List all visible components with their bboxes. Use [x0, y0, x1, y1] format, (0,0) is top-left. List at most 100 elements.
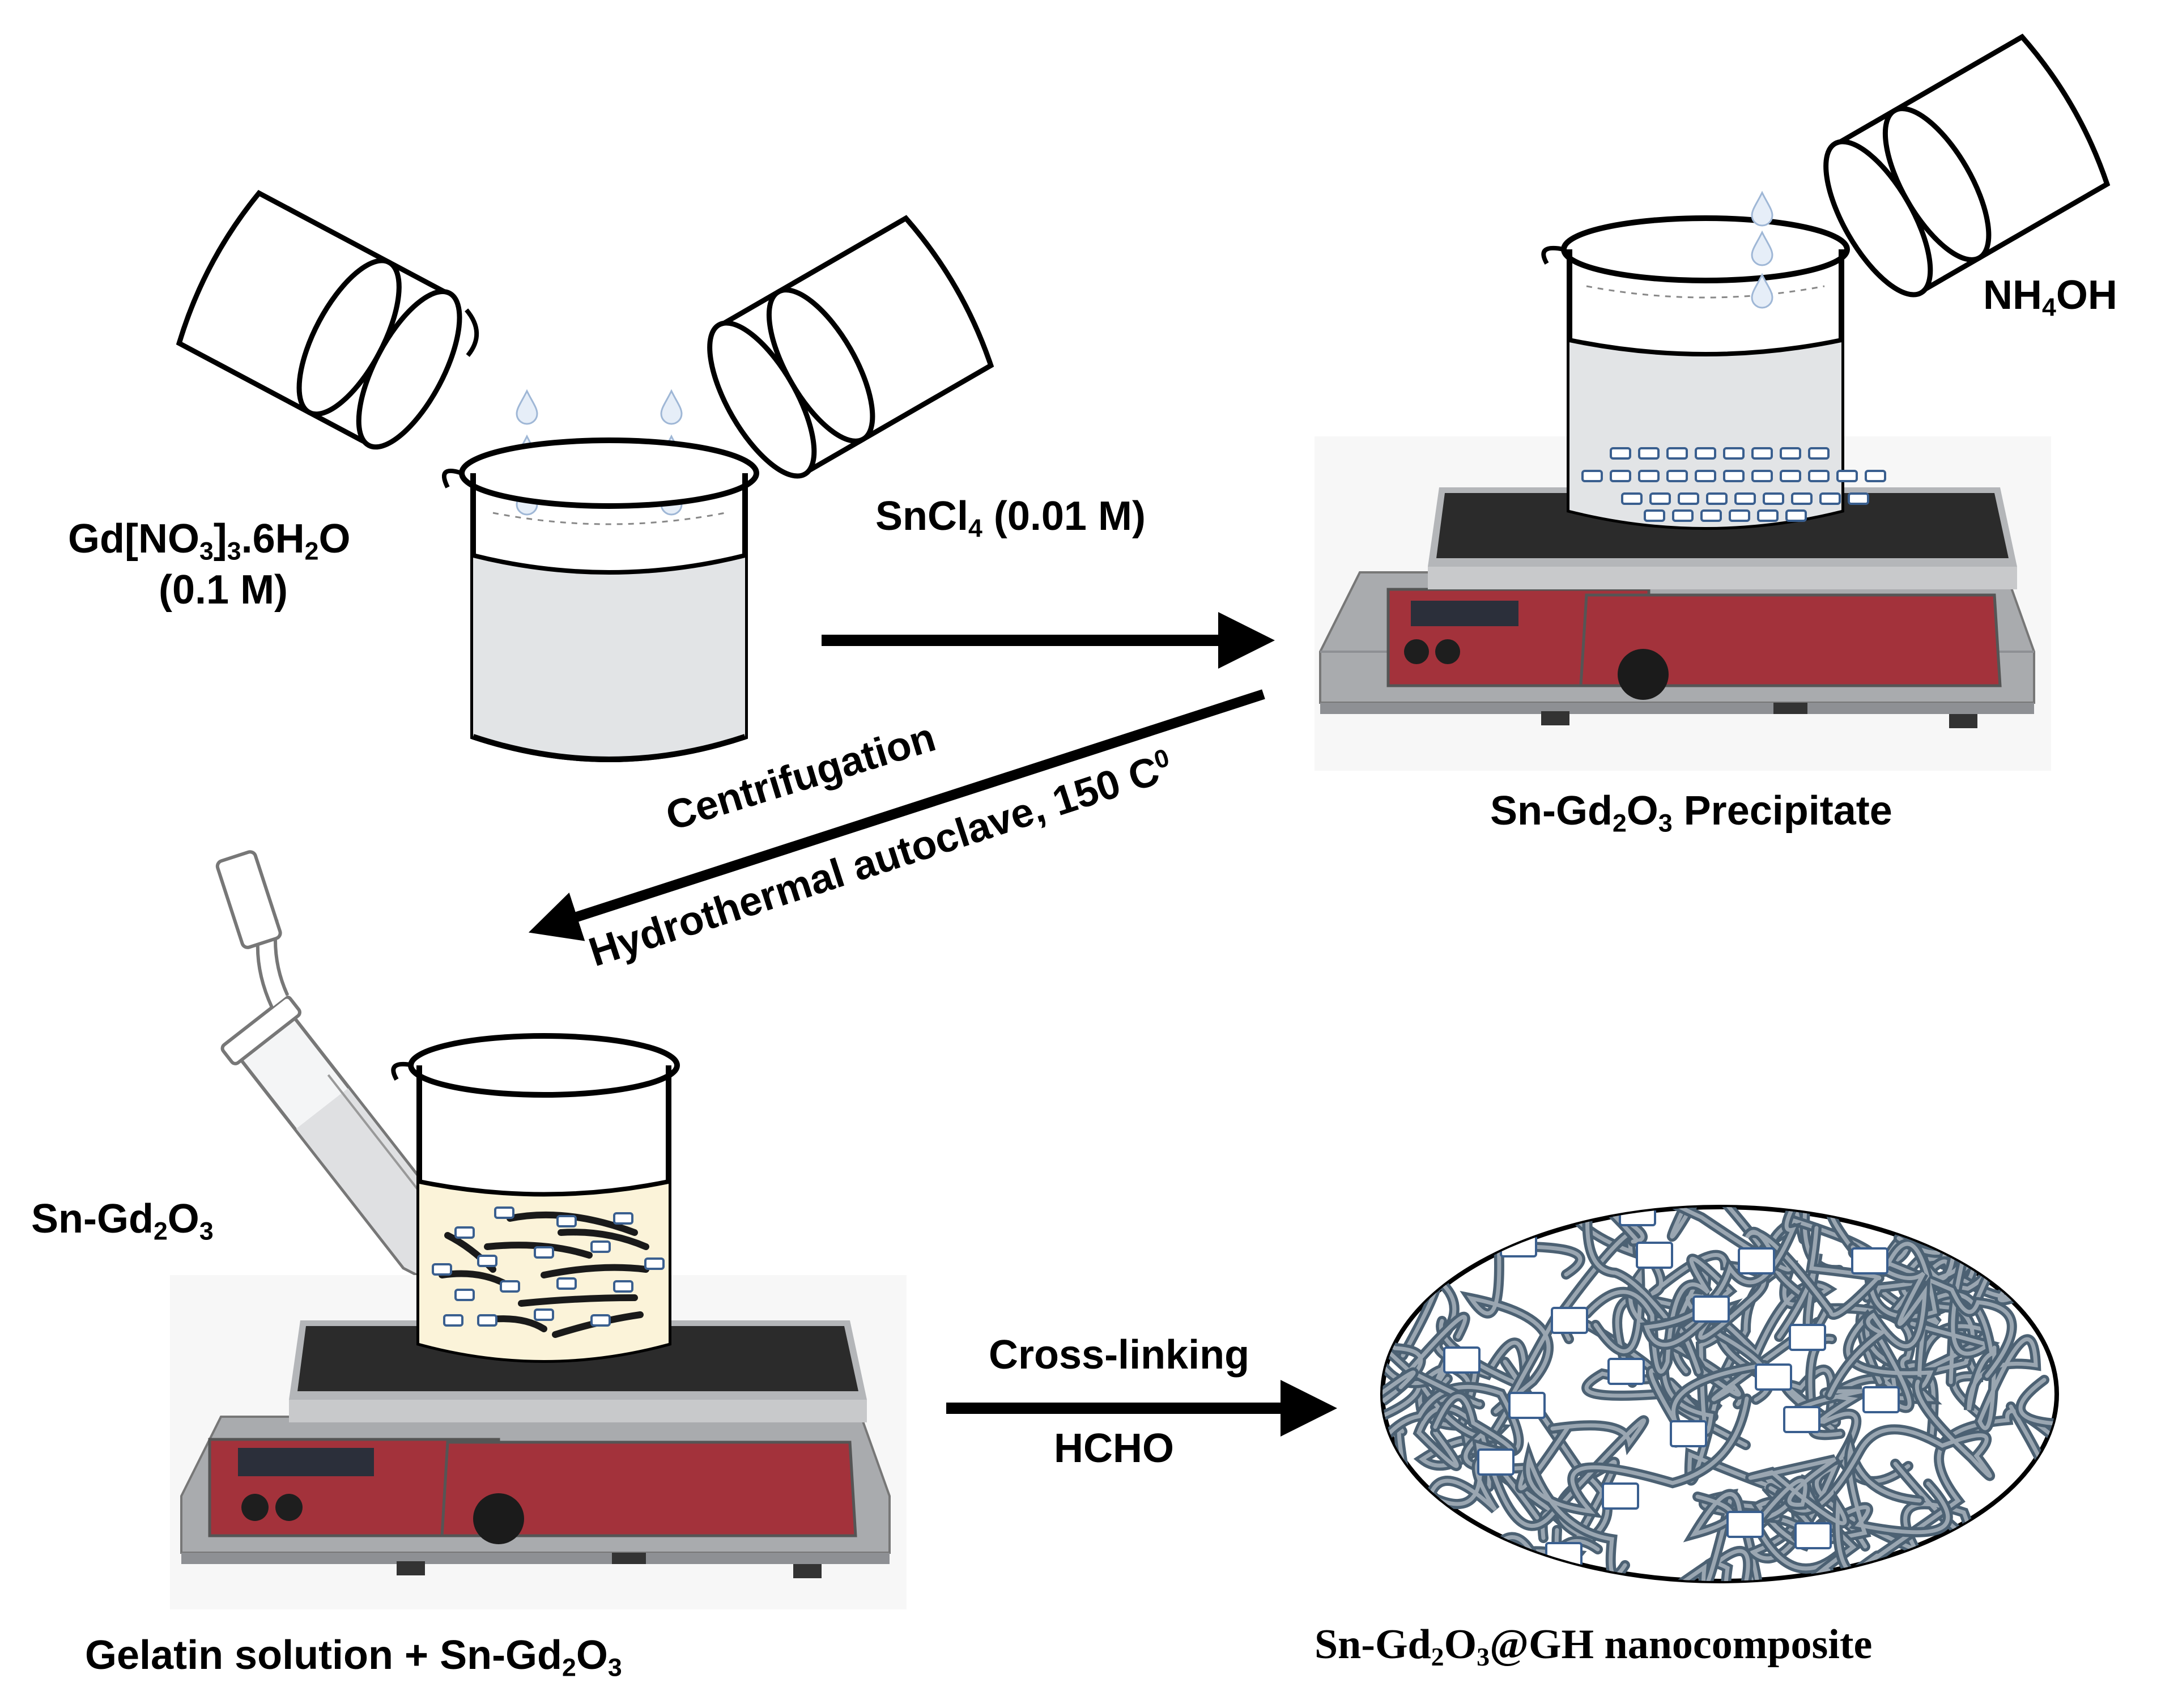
network-strand-highlight [1954, 1207, 2024, 1285]
gelatin-label: Gelatin solution + Sn-Gd2O3 [85, 1633, 622, 1682]
precipitate-particle [1785, 509, 1807, 522]
network-node [1602, 1482, 1639, 1510]
sn-gd2o3-label: Sn-Gd2O3 [31, 1196, 214, 1246]
network-node [1477, 1448, 1515, 1476]
precipitate-particle [1644, 509, 1665, 522]
gelatin-particle [432, 1263, 452, 1276]
network-node [1551, 1307, 1588, 1334]
precipitate-particle [1836, 470, 1858, 482]
precipitate-particles [1581, 447, 1886, 522]
network-node [1862, 1386, 1900, 1413]
sncl4-label: SnCl4 (0.01 M) [875, 494, 1146, 543]
precipitate-particle [1791, 492, 1813, 505]
gelatin-particle [556, 1277, 577, 1290]
network-node [1789, 1324, 1826, 1351]
network-strand-highlight [1466, 1212, 1641, 1414]
precipitate-particle [1723, 447, 1745, 460]
precipitate-particle [1695, 470, 1716, 482]
arrow-to-centrifuge [528, 689, 1265, 941]
network-strand-highlight [1382, 1207, 1397, 1301]
precipitate-particle [1751, 447, 1773, 460]
network-strand-highlight [1748, 1457, 1881, 1579]
pouring-beaker-left [176, 190, 479, 450]
gelatin-particle [644, 1257, 665, 1270]
gelatin-particles [432, 1206, 665, 1327]
gelatin-beaker [391, 1033, 680, 1363]
network-strand-highlight [1827, 1245, 1928, 1397]
nh4oh-label: NH4OH [1983, 273, 2117, 322]
network-strand-highlight [1585, 1256, 1733, 1374]
precipitate-label: Sn-Gd2O3 Precipitate [1490, 788, 1892, 838]
network-node [1738, 1247, 1775, 1274]
precipitate-particle [1780, 447, 1801, 460]
network-strand-highlight [1382, 1373, 1494, 1468]
gd-nitrate-label: Gd[NO3]3.6H2O [68, 516, 351, 566]
network-strand [1382, 1207, 1400, 1305]
gelatin-particle [494, 1206, 514, 1219]
precipitate-particle [1757, 509, 1779, 522]
crosslinking-label: Cross-linking [989, 1332, 1250, 1378]
precipitate-particle [1706, 492, 1728, 505]
precipitate-particle [1638, 447, 1660, 460]
precipitate-particle [1723, 470, 1745, 482]
mixing-beaker-group [176, 190, 994, 762]
precipitate-particle [1672, 509, 1694, 522]
network-strand-highlight [1464, 1418, 1647, 1528]
precipitate-particle [1751, 470, 1773, 482]
precipitate-particle [1780, 470, 1801, 482]
precipitate-particle [1729, 509, 1750, 522]
network-strand-highlight [1644, 1207, 1836, 1347]
precipitate-beaker [1541, 215, 1886, 530]
gelatin-particle [534, 1246, 554, 1259]
gelatin-particle [454, 1226, 475, 1239]
network-strand [1950, 1207, 2028, 1289]
precipitate-particle [1610, 470, 1631, 482]
precipitate-particle [1666, 470, 1688, 482]
pouring-beaker-right [707, 215, 994, 479]
gelatin-particle [534, 1308, 554, 1321]
network-strand [1818, 1207, 2039, 1216]
precipitate-particle [1581, 470, 1603, 482]
network-strand-highlight [1427, 1394, 1515, 1511]
gelatin-particle [500, 1280, 520, 1293]
gelatin-particle [590, 1314, 611, 1327]
precipitate-particle [1638, 470, 1660, 482]
network-strand-highlight [1916, 1292, 2038, 1430]
precipitate-particle [1649, 492, 1671, 505]
network-node [1692, 1295, 1730, 1323]
gelatin-particle [556, 1215, 577, 1227]
gelatin-particle [590, 1240, 611, 1253]
precipitate-particle [1695, 447, 1716, 460]
precipitate-particle [1865, 470, 1886, 482]
network-node [1755, 1363, 1792, 1391]
network-node [1636, 1242, 1673, 1269]
network-strand-highlight [1745, 1226, 1882, 1317]
gelatin-particle [613, 1280, 633, 1293]
network-strand-highlight [1821, 1207, 2036, 1213]
precipitate-particle [1678, 492, 1699, 505]
composite-label: Sn-Gd2O3@GH nanocomposite [1315, 1621, 1873, 1671]
precipitate-particle [1808, 447, 1830, 460]
network-strand-highlight [1768, 1207, 1959, 1302]
network-node [1607, 1358, 1645, 1385]
gelatin-particle [477, 1255, 497, 1267]
precipitate-particle [1610, 447, 1631, 460]
drops-nh4oh [1751, 192, 1773, 309]
gd-concentration-label: (0.1 M) [159, 567, 288, 613]
precipitate-particle [1621, 492, 1643, 505]
pouring-beaker-nh4oh [1823, 33, 2111, 298]
network-node [1726, 1511, 1764, 1538]
gelatin-particle [454, 1289, 475, 1301]
precipitate-particle [1819, 492, 1841, 505]
network-strand-highlight [1778, 1379, 1992, 1512]
nanocomposite-network [1380, 1205, 2059, 1583]
network-node [1794, 1522, 1832, 1549]
network-strand-highlight [1526, 1396, 1749, 1577]
precipitate-particle [1808, 470, 1830, 482]
precipitate-particle [1763, 492, 1784, 505]
gelatin-particle [613, 1212, 633, 1225]
precipitate-particle [1700, 509, 1722, 522]
network-node [1443, 1346, 1481, 1374]
hcho-label: HCHO [1054, 1426, 1174, 1471]
